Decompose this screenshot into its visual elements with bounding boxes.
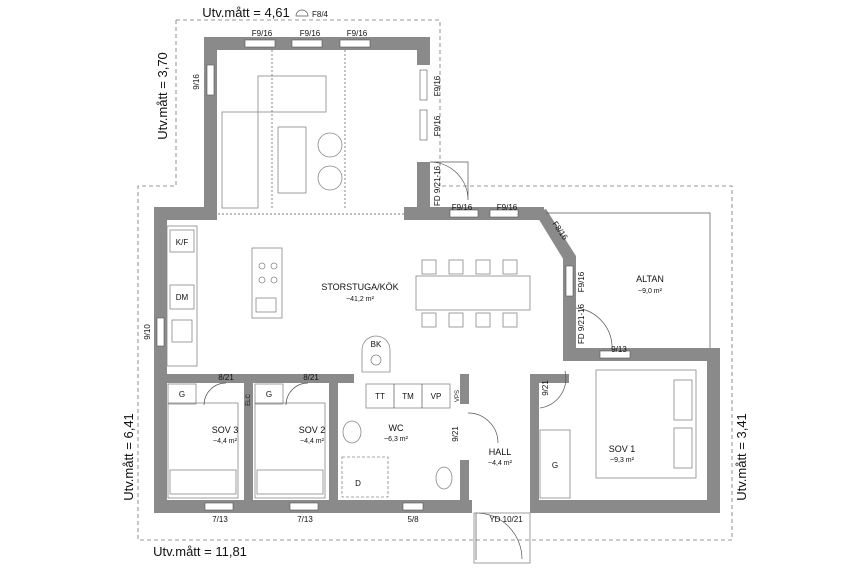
window-symbol-label: F8/4 [312,10,329,19]
label-window-left-kitchen: 9/10 [143,324,152,340]
kitchen-counter [166,225,198,367]
room-area-sov3: ~4,4 m² [213,438,238,445]
label-window-sov1: 9/13 [611,345,627,354]
label-window-top-2: F9/16 [300,29,321,38]
label-elc: ELC [246,393,252,405]
lounge-furniture [218,50,404,215]
label-window-altan: F9/16 [577,271,586,292]
label-door-wc: 9/21 [451,426,460,442]
label-window-top-1: F9/16 [252,29,273,38]
room-name-hall: HALL [489,447,512,457]
room-name-storstuga: STORSTUGA/KÖK [321,282,398,292]
label-d: D [355,479,361,488]
dining-table [415,259,531,328]
label-window-sov3: 7/13 [212,515,228,524]
dimension-bottom: Utv.mått = 11,81 [153,544,247,559]
room-area-wc: ~6,3 m² [384,436,409,443]
room-labels: STORSTUGA/KÖK ~41,2 m² ALTAN ~9,0 m² SOV… [212,274,664,467]
room-area-altan: ~9,0 m² [638,288,663,295]
label-bk: BK [371,340,382,349]
room-area-sov1: ~9,3 m² [610,457,635,464]
label-vp: VP [431,392,442,401]
room-name-wc: WC [389,423,404,433]
label-g-sov2: G [266,390,272,399]
room-name-sov3: SOV 3 [212,425,239,435]
label-g-sov1: G [552,461,558,470]
stove [361,335,391,373]
label-window-mid-2: F9/16 [497,203,518,212]
wardrobes [167,383,571,499]
walls [154,37,720,513]
dimension-top: Utv.mått = 4,61 [202,5,290,20]
outer-dimension-lines [137,19,733,541]
wc-fixtures [341,383,453,498]
window-glazing [156,39,631,511]
dimension-right: Utv.mått = 3,41 [734,413,749,501]
label-vps: VPS [455,390,461,402]
dimension-left-upper: Utv.mått = 3,70 [155,52,170,140]
label-window-right-upper-1: F9/16 [433,75,442,96]
room-area-sov2: ~4,4 m² [300,438,325,445]
altan-outline [546,212,711,348]
room-area-storstuga: ~41,2 m² [346,296,374,303]
label-window-right-upper-2: F9/16 [433,115,442,136]
label-dm: DM [176,293,189,302]
label-door-fd-upper: FD 9/21-16 [433,165,442,206]
dimension-left-lower: Utv.mått = 6,41 [121,413,136,501]
kitchen-island [251,247,283,319]
window-symbol-icon [295,9,309,17]
overall-dimensions: Utv.mått = 4,61 F8/4 Utv.mått = 3,70 Utv… [121,5,749,559]
label-tm: TM [402,392,414,401]
label-door-fd-lower: FD 9/21-16 [577,303,586,344]
label-window-left-upper: 9/16 [192,74,201,90]
label-window-mid-1: F9/16 [452,203,473,212]
beds [167,369,697,499]
room-area-hall: ~4,4 m² [488,460,513,467]
label-g-sov3: G [179,390,185,399]
label-kf: K/F [176,238,189,247]
label-door-sov3: 8/21 [218,373,234,382]
opening-labels: F9/16 F9/16 F9/16 9/16 F9/16 F9/16 FD 9/… [143,29,627,524]
label-tt: TT [375,392,385,401]
label-door-sov1: 9/21 [541,380,550,396]
fixture-labels: K/F DM BK TT TM VP G G G D VPS ELC [176,238,558,488]
label-door-sov2: 8/21 [303,373,319,382]
room-name-sov2: SOV 2 [299,425,326,435]
label-window-sov2: 7/13 [297,515,313,524]
room-name-sov1: SOV 1 [609,444,636,454]
door-swings [203,161,613,564]
label-entry-door: YD 10/21 [489,515,523,524]
label-window-top-3: F9/16 [347,29,368,38]
label-window-wc: 5/8 [407,515,419,524]
room-name-altan: ALTAN [636,274,664,284]
